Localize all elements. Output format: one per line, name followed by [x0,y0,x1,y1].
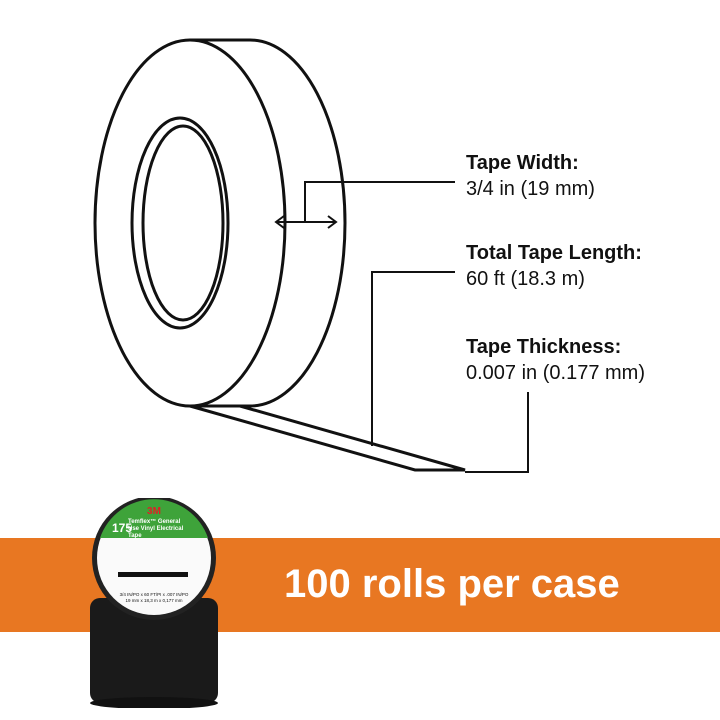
roll-core-inner [141,124,225,322]
spec-tape-thickness: Tape Thickness: 0.007 in (0.177 mm) [466,334,645,386]
spec-tape-length: Total Tape Length: 60 ft (18.3 m) [466,240,642,292]
spec-value: 3/4 in (19 mm) [466,178,595,200]
banner-text: 100 rolls per case [284,562,620,606]
spec-label: Tape Thickness: [466,336,622,358]
product-size: 3/4 IN/PO x 60 FT/PI x .007 IN/PO [120,592,189,597]
roll-front-face [93,38,287,408]
tape-strip [189,404,466,472]
product-name: Temflex™ General Use Vinyl Electrical Ta… [128,519,184,539]
width-dimension [276,181,455,223]
length-leader [371,271,455,446]
spec-label: Total Tape Length: [466,242,642,264]
spec-tape-width: Tape Width: 3/4 in (19 mm) [466,150,595,202]
tape-roll-diagram [93,38,529,473]
product-metric: 19 mm x 18,3 m x 0,177 mm [125,598,182,603]
width-arrowheads [274,215,338,229]
brand-logo: 3M [147,506,161,517]
spec-label: Tape Width: [466,152,579,174]
spec-value: 0.007 in (0.177 mm) [466,362,645,384]
product-number: 175 [112,521,132,535]
spec-value: 60 ft (18.3 m) [466,268,585,290]
product-photo-tape-roll: 3M 175 3/4 IN/PO x 60 FT/PI x .007 IN/PO… [90,498,218,708]
thickness-leader [465,392,529,473]
roll-core-outer [130,116,230,330]
